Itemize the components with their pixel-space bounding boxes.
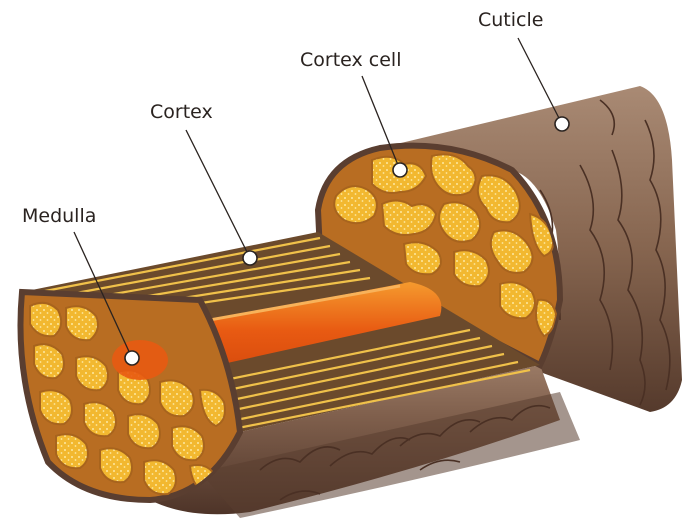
cuticle-shaft-bottom [200,392,580,518]
label-cortex-cell: Cortex cell [300,49,402,71]
label-cuticle: Cuticle [478,9,543,31]
leader-line-cortex [185,129,251,259]
label-cortex: Cortex [150,101,213,123]
pin-cuticle [554,116,570,132]
leader-line-medulla [73,231,133,359]
leader-line-cortex-cell [361,75,401,171]
cuticle-scale-lines [259,99,671,501]
label-pins [124,116,570,366]
pin-cortex-cell [392,162,408,178]
leader-line-cuticle [517,37,563,125]
cuticle-shaft-back [380,86,682,412]
label-leaders [73,37,563,359]
medulla-cross-section [112,340,168,380]
cortex-cells-back [333,153,558,338]
pin-medulla [124,350,140,366]
pin-cortex [242,250,258,266]
cortex-fiber-strands [39,236,531,430]
label-medulla: Medulla [22,205,96,227]
